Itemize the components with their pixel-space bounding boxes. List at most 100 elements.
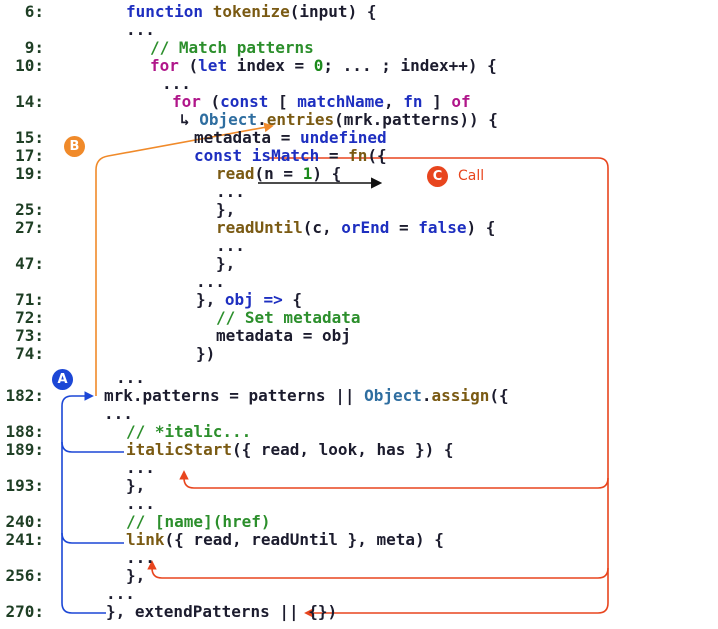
code-line: // Set metadata — [216, 309, 361, 327]
code-line: ... — [126, 495, 155, 513]
code-token: false — [418, 218, 467, 237]
badge-c: C — [427, 166, 448, 187]
badge-b: B — [64, 136, 85, 157]
code-token: ... — [104, 404, 133, 423]
code-token: assign — [431, 386, 490, 405]
code-token: }, — [126, 476, 146, 495]
code-line: }, extendPatterns || {}) — [106, 603, 337, 621]
code-line: const isMatch = fn({ — [194, 147, 387, 165]
line-number: 25: — [15, 200, 44, 219]
code-token: ({ read, readUntil }, meta) { — [164, 530, 444, 549]
code-line: }, — [216, 201, 235, 219]
arrow-a-270 — [61, 533, 106, 614]
code-token: mrk.patterns = patterns || — [104, 386, 365, 405]
code-token: // [name](href) — [126, 512, 271, 531]
line-number: 73: — [15, 326, 44, 345]
code-line: function tokenize(input) { — [126, 3, 376, 21]
code-token: const — [194, 146, 252, 165]
arrow-a-189 — [61, 391, 124, 453]
code-token: }, — [126, 566, 146, 585]
code-token: // Set metadata — [216, 308, 361, 327]
code-token: ... — [126, 458, 155, 477]
code-line: }, — [126, 567, 145, 585]
code-token: ... — [126, 494, 155, 513]
code-token: (n = — [254, 164, 303, 183]
code-token: let — [198, 56, 237, 75]
code-line: metadata = obj — [216, 327, 351, 345]
code-line: italicStart({ read, look, has }) { — [126, 441, 454, 459]
code-line: // [name](href) — [126, 513, 271, 531]
code-token: }, — [216, 254, 236, 273]
code-token: // *italic... — [126, 422, 252, 441]
code-token: fn — [348, 146, 368, 165]
code-token: ... — [106, 584, 135, 603]
code-token: Object — [364, 386, 422, 405]
code-token: fn — [403, 92, 433, 111]
code-line: read(n = 1) { — [216, 165, 341, 183]
code-token: for — [172, 92, 211, 111]
line-number: 14: — [15, 92, 44, 111]
code-token: ... — [126, 548, 155, 567]
code-token: ... — [196, 272, 225, 291]
code-token: Object — [199, 110, 258, 129]
line-number: 15: — [15, 128, 44, 147]
code-token: }, extendPatterns || {}) — [106, 602, 338, 621]
line-number: 17: — [15, 146, 44, 165]
arrow-a-241 — [61, 442, 124, 544]
code-token: ({ read, look, has }) { — [231, 440, 454, 459]
code-token: ... — [116, 368, 145, 387]
line-number: 256: — [5, 566, 44, 585]
code-token: { — [292, 290, 302, 309]
code-token: ({ — [367, 146, 387, 165]
line-number: 182: — [5, 386, 44, 405]
code-token: tokenize — [212, 2, 290, 21]
arrow-c-main — [179, 157, 609, 489]
code-line: ... — [104, 405, 133, 423]
code-token: isMatch — [251, 146, 329, 165]
code-token: orEnd — [341, 218, 400, 237]
line-number: 9: — [24, 38, 44, 57]
code-line: mrk.patterns = patterns || Object.assign… — [104, 387, 509, 405]
code-token: link — [126, 530, 165, 549]
code-token: ... — [216, 182, 245, 201]
line-number: 188: — [5, 422, 44, 441]
line-number: 74: — [15, 344, 44, 363]
code-token: [ — [277, 92, 298, 111]
code-token: . — [257, 110, 267, 129]
code-token: read — [216, 164, 255, 183]
code-token: = — [399, 218, 419, 237]
code-token: index = — [236, 56, 314, 75]
code-token: ; ... ; index++) { — [323, 56, 497, 75]
code-line: for (let index = 0; ... ; index++) { — [150, 57, 497, 75]
code-token: // Match patterns — [150, 38, 314, 57]
call-label: Call — [458, 168, 485, 184]
code-line: metadata = undefined — [194, 129, 387, 147]
line-number: 71: — [15, 290, 44, 309]
line-number: 72: — [15, 308, 44, 327]
line-number: 241: — [5, 530, 44, 549]
line-number: 189: — [5, 440, 44, 459]
line-number: 27: — [15, 218, 44, 237]
code-line: ↳ Object.entries(mrk.patterns)) { — [180, 111, 498, 129]
code-line: ... — [216, 183, 245, 201]
code-token: ... — [216, 236, 245, 255]
code-line: }, — [126, 477, 145, 495]
code-token: ( — [188, 56, 199, 75]
code-token: ... — [126, 20, 155, 39]
code-line: ... — [116, 369, 145, 387]
code-token: entries — [266, 110, 335, 129]
line-number: 270: — [5, 602, 44, 621]
code-token: metadata = obj — [216, 326, 351, 345]
line-number: 240: — [5, 512, 44, 531]
code-line: ... — [196, 273, 225, 291]
badge-a: A — [52, 369, 73, 390]
code-token: of — [451, 92, 471, 111]
code-token: 0 — [313, 56, 324, 75]
code-token: obj — [224, 290, 264, 309]
code-token: ({ — [489, 386, 509, 405]
code-token: matchName — [297, 92, 384, 111]
code-line: for (const [ matchName, fn ] of — [172, 93, 471, 111]
arrow-b — [95, 122, 274, 396]
